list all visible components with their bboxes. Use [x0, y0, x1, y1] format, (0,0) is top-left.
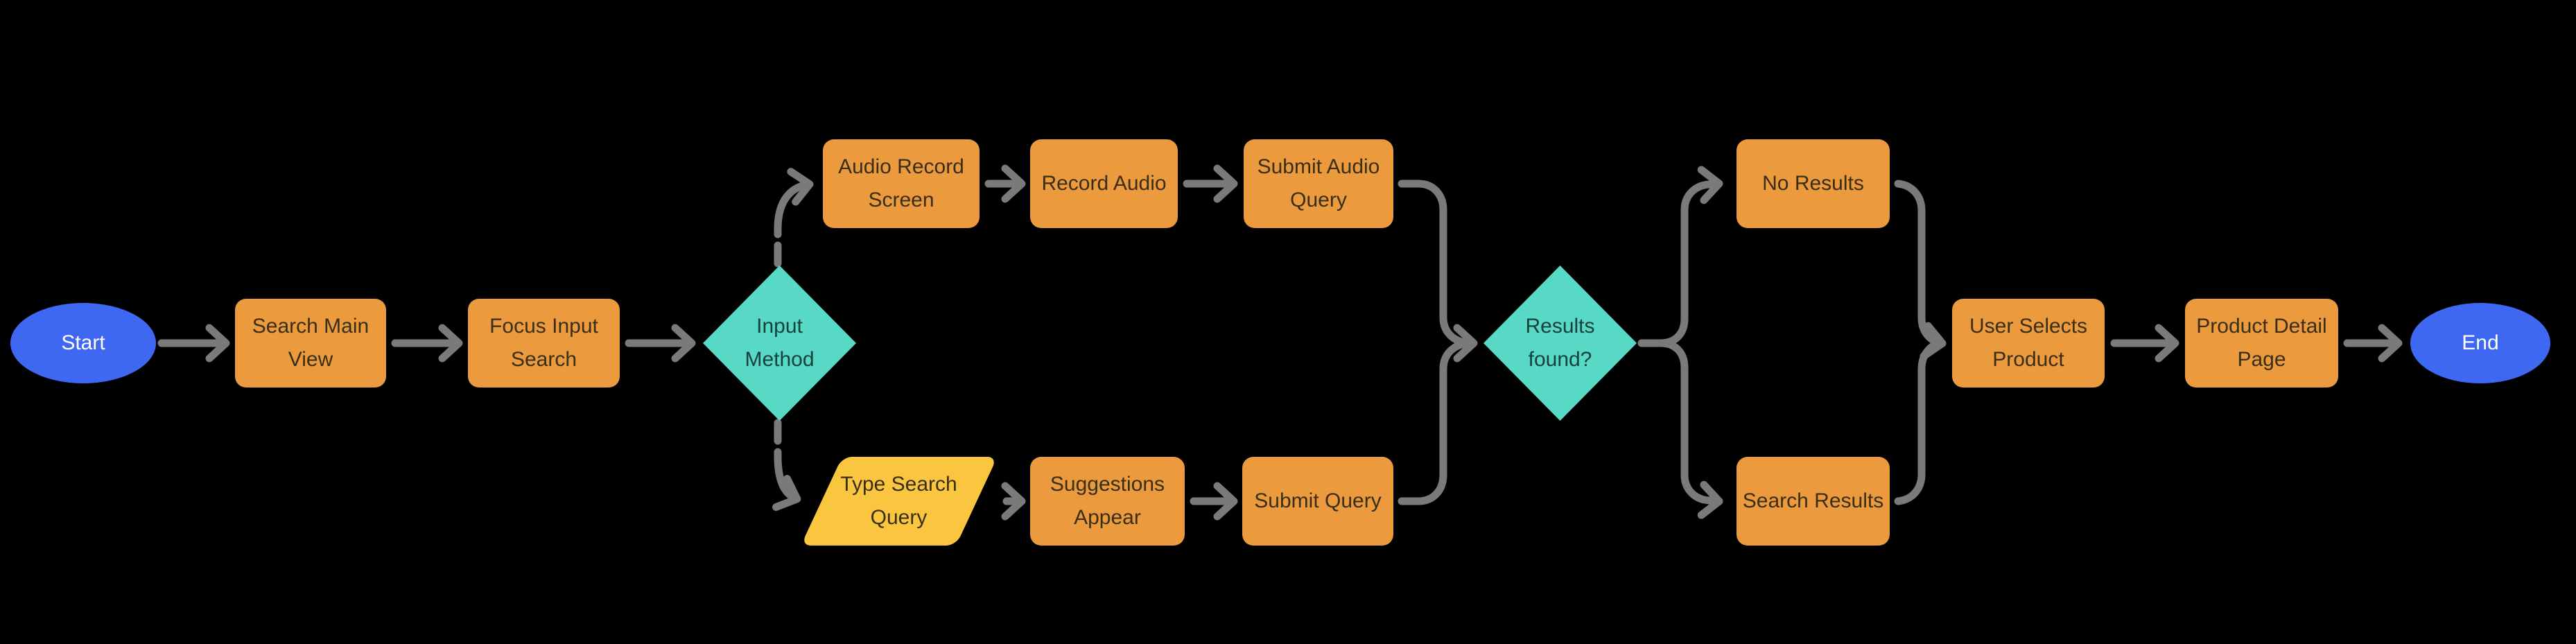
node-label: Suggestions Appear: [1050, 473, 1165, 529]
node-end[interactable]: End: [2410, 303, 2550, 383]
node-label: Submit Audio Query: [1257, 155, 1380, 211]
edge-search-results-user-selects-product: [1894, 339, 1945, 505]
edge-submit-audio-query-results-found: [1398, 180, 1472, 347]
edge-no-results-user-selects-product: [1894, 180, 1947, 360]
node-focus-input-search[interactable]: Focus Input Search: [468, 299, 620, 388]
node-label: Results found?: [1525, 315, 1595, 371]
node-type-search-query[interactable]: Type Search Query: [801, 457, 998, 546]
edge-submit-query-results-found: [1398, 324, 1478, 505]
node-label: User Selects Product: [1969, 315, 2088, 371]
node-audio-record-screen[interactable]: Audio Record Screen: [823, 139, 980, 228]
node-label: End: [2462, 331, 2499, 354]
node-label: Focus Input Search: [489, 315, 598, 371]
node-submit-query[interactable]: Submit Query: [1242, 457, 1393, 546]
edge-input-method-audio-record-screen: [774, 168, 814, 233]
node-product-detail-page[interactable]: Product Detail Page: [2185, 299, 2338, 388]
node-label: Start: [61, 331, 105, 354]
node-submit-audio-query[interactable]: Submit Audio Query: [1244, 139, 1393, 228]
node-label: Submit Query: [1254, 489, 1382, 512]
node-record-audio[interactable]: Record Audio: [1030, 139, 1178, 228]
node-label: Search Results: [1742, 489, 1884, 512]
node-no-results[interactable]: No Results: [1737, 139, 1890, 228]
edge-results-found-search-results: [1637, 339, 1723, 519]
node-label: Search Main View: [252, 315, 369, 371]
edge-input-method-type-search-query: [772, 452, 801, 512]
edge-results-found-no-results: [1637, 166, 1723, 347]
node-suggestions-appear[interactable]: Suggestions Appear: [1030, 457, 1185, 546]
node-start[interactable]: Start: [10, 303, 156, 383]
node-label: No Results: [1762, 172, 1864, 195]
node-label: Record Audio: [1041, 172, 1167, 195]
node-label: Type Search Query: [840, 473, 958, 529]
node-user-selects-product[interactable]: User Selects Product: [1952, 299, 2105, 388]
node-label: Product Detail Page: [2196, 315, 2327, 371]
node-label: Audio Record Screen: [838, 155, 964, 211]
node-label: Input Method: [745, 315, 815, 371]
node-search-results[interactable]: Search Results: [1737, 457, 1890, 546]
node-search-main-view[interactable]: Search Main View: [235, 299, 386, 388]
